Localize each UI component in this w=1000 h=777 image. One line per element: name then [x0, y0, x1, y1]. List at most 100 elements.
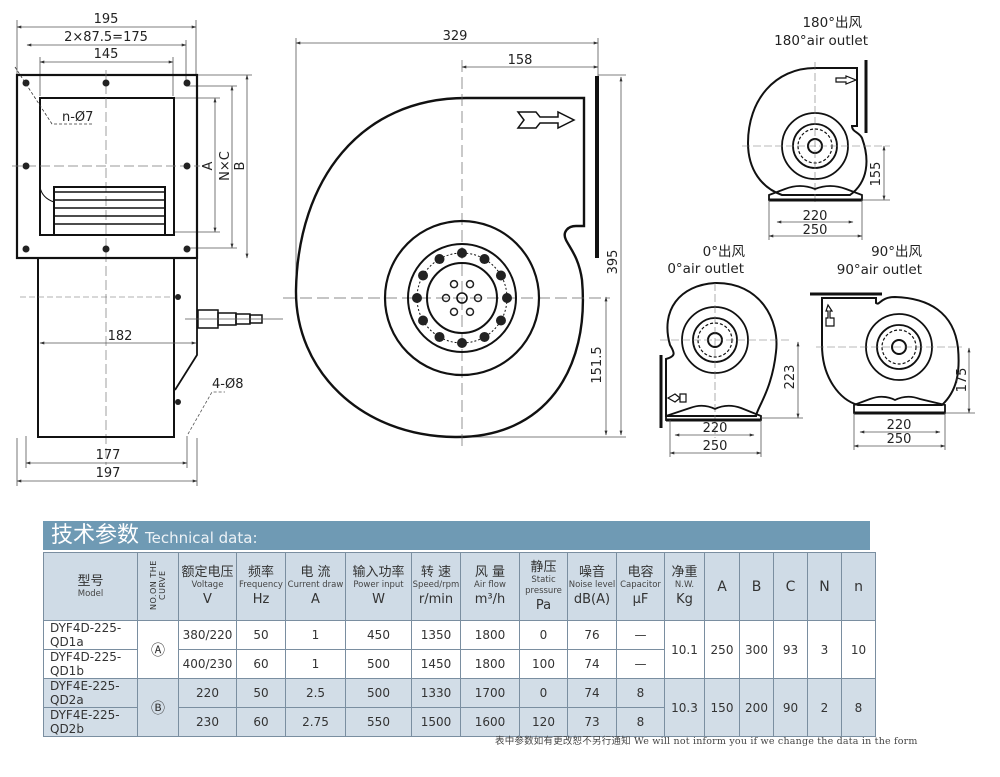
motor-bolt — [495, 315, 506, 326]
cell-speed: 1330 — [411, 678, 461, 708]
dim-158: 158 — [508, 53, 533, 68]
cell-speed: 1350 — [411, 620, 461, 650]
outlet-0-drawing — [659, 281, 803, 457]
header-curve: NO.ON THE CURVE — [137, 552, 179, 621]
foot-hole-label: 4-Ø8 — [212, 377, 243, 392]
hole-label: n-Ø7 — [62, 110, 93, 125]
dim-nxc: N×C — [218, 151, 233, 181]
outlet-180-en: 180°air outlet — [774, 33, 868, 49]
outlet-0-dim-outer: 250 — [703, 439, 728, 454]
dim-329: 329 — [443, 29, 468, 44]
cell-noise: 74 — [567, 649, 617, 679]
cell-voltage: 400/230 — [178, 649, 237, 679]
cell-b: 200 — [739, 678, 774, 737]
dim-195: 195 — [94, 12, 119, 27]
cell-frequency: 50 — [236, 678, 286, 708]
dim-145: 145 — [94, 47, 119, 62]
cell-pressure: 0 — [519, 620, 568, 650]
cell-frequency: 50 — [236, 620, 286, 650]
cell-capacitor: 8 — [616, 678, 665, 708]
motor-bolt — [418, 315, 429, 326]
cell-power: 450 — [345, 620, 412, 650]
motor-bolt — [457, 248, 467, 258]
header-a: A — [704, 552, 740, 621]
side-view-drawing — [283, 38, 626, 448]
cell-power: 550 — [345, 707, 412, 737]
cell-voltage: 380/220 — [178, 620, 237, 650]
outlet-90-dim-outer: 250 — [887, 432, 912, 447]
motor-bolt — [479, 331, 490, 342]
technical-drawings: 195 2×87.5=175 145 n-Ø7 A N×C B 182 4-Ø8… — [12, 12, 975, 486]
table-row: DYF4D-225-QD1a Ⓐ 380/220 50 1 450 1350 1… — [43, 620, 876, 679]
cell-model: DYF4D-225-QD1a — [43, 620, 138, 650]
cell-speed: 1500 — [411, 707, 461, 737]
table-row: DYF4E-225-QD2b 230 60 2.75 550 1500 1600… — [43, 707, 876, 737]
dim-a: A — [201, 161, 216, 170]
cell-capacitor: 8 — [616, 707, 665, 737]
outlet-0-labels: 0°出风 0°air outlet 223 220 250 — [667, 244, 798, 454]
hub-bolt — [465, 279, 475, 289]
cell-current: 2.5 — [285, 678, 346, 708]
cell-voltage: 220 — [178, 678, 237, 708]
table-row: DYF4E-225-QD2a Ⓑ 220 50 2.5 500 1330 170… — [43, 678, 876, 737]
motor-bolt — [412, 293, 422, 303]
cell-noise: 76 — [567, 620, 617, 650]
cell-n-upper: 3 — [807, 620, 842, 679]
outlet-0-cn: 0°出风 — [703, 244, 746, 260]
hub-bolt — [441, 293, 451, 303]
outlet-180-dim-outer: 250 — [803, 223, 828, 238]
outlet-90-dim-inner: 220 — [887, 418, 912, 433]
dim-182: 182 — [108, 329, 133, 344]
outlet-0-en: 0°air outlet — [667, 261, 744, 277]
cell-c: 93 — [773, 620, 808, 679]
cell-noise: 74 — [567, 678, 617, 708]
motor-bolt — [434, 254, 445, 265]
side-view-labels: 329 158 395 151.5 — [443, 29, 621, 384]
motor-bolt — [457, 338, 467, 348]
cell-pressure: 0 — [519, 678, 568, 708]
hub-bolt — [473, 293, 483, 303]
cell-frequency: 60 — [236, 649, 286, 679]
cell-airflow: 1800 — [460, 649, 520, 679]
cell-model: DYF4E-225-QD2b — [43, 707, 138, 737]
outlet-180-labels: 180°出风 180°air outlet 155 220 250 — [774, 15, 884, 238]
outlet-180-dim-inner: 220 — [803, 209, 828, 224]
outlet-180-drawing — [742, 60, 890, 240]
header-n-upper: N — [807, 552, 842, 621]
cell-curve: Ⓑ — [137, 678, 179, 737]
front-view-labels: 195 2×87.5=175 145 n-Ø7 A N×C B 182 4-Ø8… — [62, 12, 248, 481]
outlet-180-cn: 180°出风 — [802, 15, 862, 31]
technical-data-title-bar: 技术参数 Technical data: — [43, 521, 870, 552]
cell-capacitor: — — [616, 620, 665, 650]
dim-197: 197 — [96, 466, 121, 481]
cell-power: 500 — [345, 649, 412, 679]
motor-hub-bolts — [441, 279, 483, 317]
cell-weight: 10.1 — [664, 620, 705, 679]
dim-395: 395 — [606, 250, 621, 275]
technical-data-title-cn: 技术参数 — [51, 523, 140, 548]
hub-bolt — [465, 307, 475, 317]
cell-current: 1 — [285, 620, 346, 650]
cell-a: 150 — [704, 678, 740, 737]
header-c: C — [773, 552, 808, 621]
table-row: DYF4D-225-QD1b 400/230 60 1 500 1450 180… — [43, 649, 876, 679]
cell-power: 500 — [345, 678, 412, 708]
outlet-90-dim-height: 175 — [955, 368, 970, 393]
dim-b: B — [233, 162, 248, 171]
outlet-0-dim-inner: 220 — [703, 421, 728, 436]
cell-curve: Ⓐ — [137, 620, 179, 679]
cell-capacitor: — — [616, 649, 665, 679]
header-b: B — [739, 552, 774, 621]
cell-a: 250 — [704, 620, 740, 679]
cell-n-lower: 8 — [841, 678, 876, 737]
outlet-180-dim-height: 155 — [869, 162, 884, 187]
